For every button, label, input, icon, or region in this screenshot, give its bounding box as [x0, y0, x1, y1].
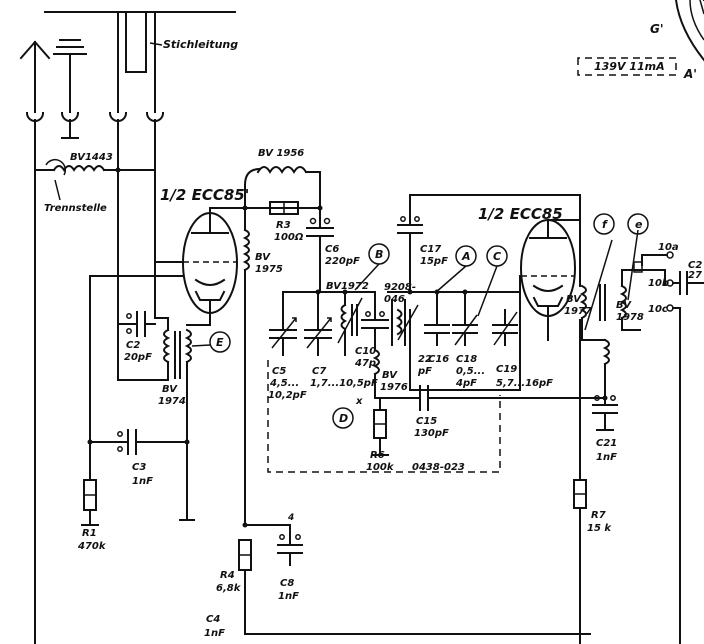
- bv1975-value: 1975: [255, 264, 283, 275]
- c17-label: C17: [420, 244, 441, 255]
- c5-label: C5: [272, 366, 286, 377]
- c4-label: C4: [206, 614, 220, 625]
- c16-unit: pF: [417, 366, 432, 377]
- c16-value: 22: [418, 354, 432, 365]
- c6-label: C6: [325, 244, 339, 255]
- c19-label: C19: [496, 364, 517, 375]
- c5-range: 4,5...: [269, 378, 299, 389]
- c19-value: 5,7...16pF: [496, 378, 553, 389]
- marker-e-lower: e: [635, 218, 643, 231]
- c18-label: C18: [456, 354, 477, 365]
- c27-value: 27: [688, 270, 702, 281]
- stichleitung-label: Stichleitung: [163, 38, 238, 51]
- r6-label: R6: [370, 450, 385, 461]
- tube-left-label: 1/2 ECC85': [160, 186, 249, 204]
- bv1443-label: BV1443: [70, 152, 113, 163]
- r4-label: R4: [220, 570, 235, 581]
- r1-label: R1: [82, 528, 97, 539]
- left-triode-stage: [81, 166, 591, 635]
- shield-outline: [267, 360, 501, 473]
- c15-value: 130pF: [414, 428, 449, 439]
- c27-label: C2: [688, 260, 702, 271]
- c10-label: C10: [355, 346, 376, 357]
- c21-label: C21: [596, 438, 617, 449]
- marker-d: D: [339, 412, 348, 425]
- bv1977-value: 1977: [564, 306, 592, 317]
- r6-value: 100k: [366, 462, 395, 473]
- marker-e-upper: E: [216, 336, 224, 349]
- r1-value: 470k: [77, 541, 107, 552]
- marker-c: C: [493, 250, 501, 263]
- r7-value: 15 k: [587, 523, 612, 534]
- c21-value: 1nF: [596, 452, 617, 463]
- terminal-10a: 10a: [658, 242, 679, 253]
- c3-value: 1nF: [132, 476, 153, 487]
- c7-label: C7: [312, 366, 326, 377]
- bv1978-label: BV: [616, 300, 632, 311]
- r7-label: R7: [591, 510, 606, 521]
- c15-label: C15: [416, 416, 437, 427]
- markers: [191, 213, 649, 429]
- marker-f: f: [602, 218, 608, 231]
- misc-4: 4: [287, 513, 294, 523]
- bv1977-label: BV: [566, 294, 582, 305]
- bv1976-value: 1976: [380, 382, 408, 393]
- r3-value: 100Ω: [274, 232, 304, 243]
- terminal-10b: 10b: [648, 278, 669, 289]
- c16-label: C16: [428, 354, 449, 365]
- trennstelle-label: Trennstelle: [44, 203, 107, 214]
- c4-value: 1nF: [204, 628, 225, 639]
- c3-label: C3: [132, 462, 146, 473]
- voltage-box: 139V 11mA: [594, 60, 665, 73]
- bv1978-value: 1978: [616, 312, 644, 323]
- bv1956-label: BV 1956: [258, 148, 304, 159]
- node-x: x: [355, 396, 363, 407]
- c5-value: 10,2pF: [268, 390, 307, 401]
- c6-value: 220pF: [325, 256, 360, 267]
- c17-value: 15pF: [420, 256, 448, 267]
- bv1975-label: BV: [255, 252, 271, 263]
- bv1974-label: BV: [162, 384, 178, 395]
- point-g: G': [650, 22, 664, 36]
- crt-fragment: [577, 0, 704, 76]
- r3-label: R3: [276, 220, 291, 231]
- tuned-circuit-section: [269, 194, 608, 456]
- bv1976-label: BV: [382, 370, 398, 381]
- c8-value: 1nF: [278, 591, 299, 602]
- labels: Stichleitung BV1443 Trennstelle 1/2 ECC8…: [44, 22, 702, 639]
- c10-value: 47p: [354, 358, 376, 369]
- tube-right-label: 1/2 ECC85: [478, 205, 563, 223]
- tuner-code: 0438-023: [412, 462, 465, 473]
- c2-value: 20pF: [124, 352, 152, 363]
- c18-value: 4pF: [455, 378, 477, 389]
- terminal-10c: 10c: [648, 304, 668, 315]
- point-a: A': [683, 67, 697, 81]
- c8-label: C8: [280, 578, 294, 589]
- c2-label: C2: [126, 340, 140, 351]
- c9208-value: 046: [384, 294, 405, 305]
- marker-a: A: [461, 250, 471, 263]
- c7-value: 1,7...10,5pF: [310, 378, 378, 389]
- r4-value: 6,8k: [216, 583, 242, 594]
- bv1972-label: BV1972: [326, 281, 369, 292]
- bv1974-value: 1974: [158, 396, 186, 407]
- marker-b: B: [375, 248, 383, 261]
- right-triode-stage: [519, 194, 704, 644]
- antenna-section: [19, 11, 236, 644]
- c18-range: 0,5...: [456, 366, 485, 377]
- c9208-label: 9208-: [384, 282, 416, 293]
